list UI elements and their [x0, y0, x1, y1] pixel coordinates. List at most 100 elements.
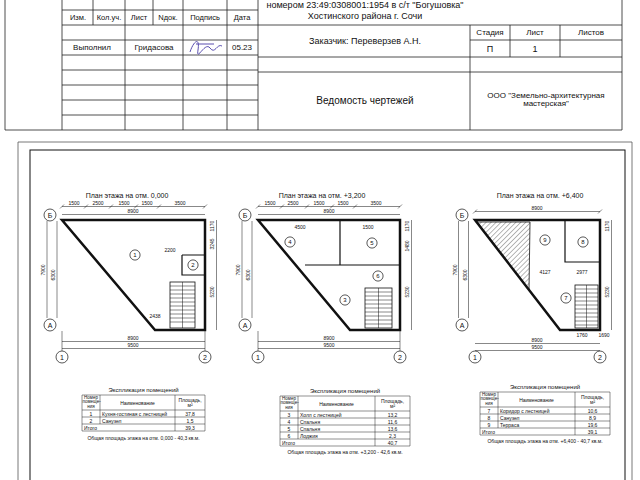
dimension-text: 8900	[531, 338, 542, 343]
title-block-text: Nдок.	[158, 14, 177, 22]
dimension-text: 1170	[210, 221, 215, 232]
table-cell: 7	[488, 408, 491, 413]
callout-number: 1	[133, 252, 136, 258]
plan-title: План этажа на отм. +6,400	[497, 192, 584, 199]
callout-number: 8	[581, 239, 584, 245]
callout-number: Б	[48, 212, 53, 219]
table-cell: Номер помеще- ния	[83, 395, 100, 409]
dimension-text: 6300	[463, 269, 468, 280]
table-cell: Наименование	[120, 400, 155, 405]
title-block-text: Выполнил	[73, 44, 111, 52]
inner-wall	[182, 255, 204, 275]
dimension-text: 8900	[127, 336, 138, 341]
table-cell: Площадь, м²	[379, 398, 407, 409]
axis-marker	[199, 351, 211, 363]
dimension-text: 1500	[337, 201, 348, 206]
table-cell: Экспликация помещений	[310, 388, 380, 394]
callout-number: Б	[243, 212, 248, 219]
title-block-text: Дата	[234, 14, 251, 22]
outer-wall	[62, 220, 205, 330]
title-block-text: Изм.	[70, 14, 86, 22]
stair	[575, 285, 598, 328]
axis-marker	[394, 351, 406, 363]
dimension-text: 7900	[41, 264, 46, 275]
axis-marker	[456, 209, 468, 221]
dimension-text: 6300	[51, 269, 56, 280]
room-marker	[540, 235, 550, 245]
table-cell: Санузел	[102, 418, 121, 423]
dimension-line	[242, 205, 412, 352]
table-cell: 37,8	[185, 411, 195, 416]
stair	[365, 288, 392, 328]
axis-marker	[56, 351, 68, 363]
table-cell: 39,1	[588, 429, 598, 434]
table-cell: Площадь, м²	[579, 394, 607, 405]
room-marker	[373, 271, 383, 281]
sheet-outer-frame	[18, 142, 632, 480]
table-cell: 19,6	[588, 422, 598, 427]
inner-wall	[305, 221, 399, 265]
inner-wall	[565, 221, 599, 262]
table-cell: Спальня	[300, 426, 320, 431]
room-marker	[188, 260, 198, 270]
dimension-text: 7900	[236, 264, 241, 275]
axis-marker	[239, 209, 251, 221]
dimension-text: 5230	[605, 286, 610, 297]
callout-number: 1	[256, 354, 260, 361]
table-cell: 2	[90, 418, 93, 423]
dimension-text: 3500	[370, 201, 381, 206]
title-block-text: ООО "Земельно-архитектурная мастерская"	[476, 92, 616, 109]
title-block-text: П	[487, 45, 493, 54]
table-cell: 9	[488, 422, 491, 427]
dimension-text: 2438	[149, 314, 160, 319]
callout-number: 2	[203, 354, 207, 361]
table-cell: Номер помеще- ния	[281, 396, 298, 410]
dimension-text: 1500	[264, 201, 275, 206]
dimension-text: 1690	[598, 333, 609, 338]
table-cell: Итого	[282, 440, 295, 445]
callout-number: Б	[460, 212, 465, 219]
dimension-text: 9500	[531, 345, 542, 350]
dimension-text: 2500	[287, 201, 298, 206]
title-block-text: 1	[532, 45, 537, 54]
dimension-text: 6300	[246, 269, 251, 280]
table-cell: 8,9	[589, 415, 596, 420]
axis-marker	[456, 319, 468, 331]
table-cell: 40,7	[388, 440, 398, 445]
room-marker	[367, 238, 377, 248]
title-block-text: Заказчик: Переверзев А.Н.	[309, 37, 421, 46]
dimension-text: 1480	[405, 240, 410, 251]
room-marker	[285, 237, 295, 247]
table-cell: Итого	[84, 425, 97, 430]
axis-marker	[44, 319, 56, 331]
title-block-text: Кол.уч.	[97, 14, 122, 22]
stair-steps	[575, 285, 598, 328]
callout-number: 1	[60, 354, 64, 361]
dimension-text: 1500	[313, 201, 324, 206]
table-cell: Номер помеще- ния	[481, 392, 498, 406]
dimension-text: 3500	[174, 201, 185, 206]
callout-number: 4	[288, 239, 291, 245]
title-block-text: 05.23	[232, 44, 252, 52]
callout-number: 6	[376, 273, 379, 279]
outer-wall	[475, 220, 600, 330]
stair-steps	[170, 282, 195, 328]
dimension-text: 1500	[118, 201, 129, 206]
plan-title: План этажа на отм. +3,200	[279, 192, 366, 199]
dimension-text: 9500	[127, 343, 138, 348]
callout-number: 7	[564, 295, 567, 301]
table-cell: 2,3	[389, 433, 396, 438]
title-block-text: Гридасова	[134, 44, 173, 52]
callout-number: А	[243, 322, 248, 329]
dimension-text: 2977	[576, 270, 587, 275]
dimension-text: 4500	[294, 225, 305, 230]
callout-number: 3	[343, 297, 346, 303]
table-cell: 8	[488, 415, 491, 420]
callout-number: 1	[473, 354, 477, 361]
outer-wall	[258, 220, 400, 330]
table-cell: Наименование	[319, 401, 354, 406]
table-cell: 39,3	[185, 425, 195, 430]
room-marker	[130, 250, 140, 260]
table-grid	[280, 396, 410, 446]
